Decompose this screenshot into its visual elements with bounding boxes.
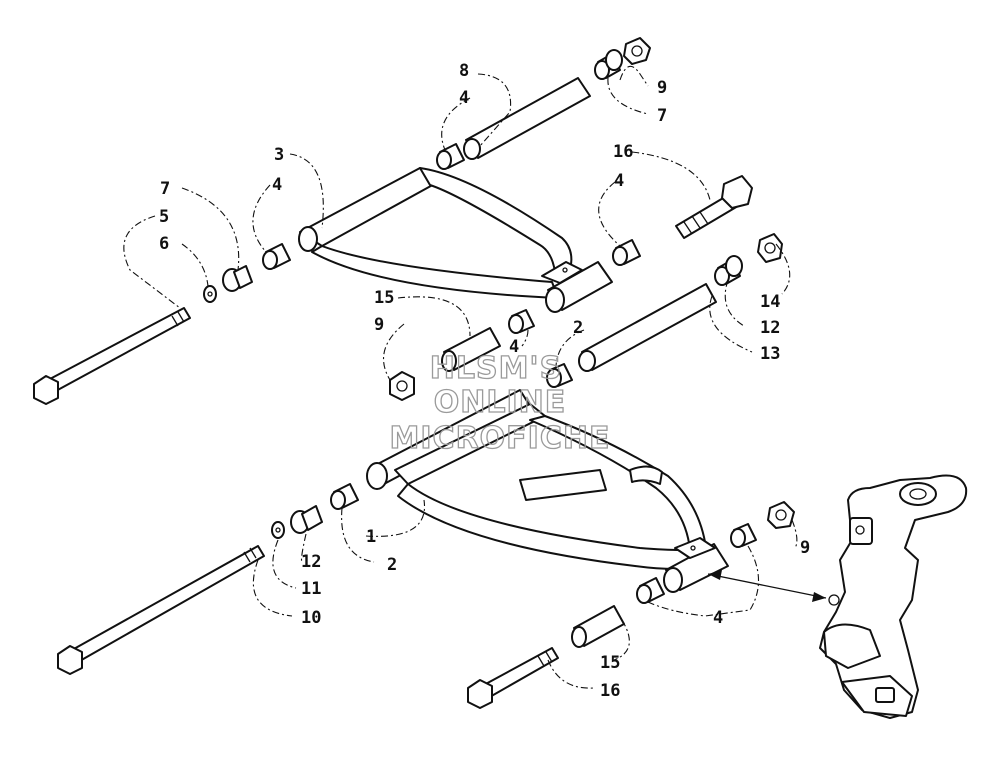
callout-1: 1 [366, 527, 376, 547]
callout-2: 2 [387, 555, 397, 575]
callout-4: 4 [509, 337, 519, 357]
lower-washer-11 [271, 521, 285, 539]
middle-bushing-4 [508, 309, 535, 334]
callout-6: 6 [159, 234, 169, 254]
callout-15: 15 [374, 288, 394, 308]
callout-16: 16 [600, 681, 620, 701]
callout-4: 4 [272, 175, 282, 195]
upper-front-bolt [675, 175, 753, 239]
upper-nut-rear [623, 37, 651, 65]
callout-15: 15 [600, 653, 620, 673]
watermark-line-2: ONLINE [434, 385, 567, 420]
lower-bushing-4 [636, 577, 665, 604]
upper-rear-shaft [463, 77, 591, 160]
upper-washer-left [203, 285, 217, 303]
callout-4: 4 [459, 88, 469, 108]
middle-sleeve-15 [441, 327, 501, 372]
nut-14 [757, 233, 783, 263]
callout-3: 3 [274, 145, 284, 165]
callout-16: 16 [613, 142, 633, 162]
assembly-arrow [707, 570, 827, 602]
callout-2: 2 [573, 318, 583, 338]
callout-12: 12 [301, 552, 321, 572]
lower-bushing-right [730, 523, 757, 548]
upper-bushing-front [612, 239, 641, 266]
callout-8: 8 [459, 61, 469, 81]
flange-bushing-12-upper [714, 255, 743, 286]
lower-nut-9 [767, 501, 795, 529]
callout-13: 13 [760, 344, 780, 364]
callout-9: 9 [374, 315, 384, 335]
lower-pivot-bolt-10 [57, 545, 265, 675]
watermark: HLSM'S ONLINE MICROFICHE [389, 350, 611, 456]
callout-14: 14 [760, 292, 780, 312]
callout-9: 9 [800, 538, 810, 558]
callout-12: 12 [760, 318, 780, 338]
upper-a-arm [298, 167, 613, 313]
upper-flange-bushing-left [222, 265, 253, 292]
callout-4: 4 [713, 608, 723, 628]
middle-shaft-13 [578, 283, 717, 372]
upper-bushing-left [262, 243, 291, 270]
middle-bushing-2 [546, 363, 573, 388]
lower-sleeve-15 [571, 605, 625, 648]
lower-bushing-2 [330, 483, 359, 510]
lower-flange-bushing-12 [290, 505, 323, 534]
watermark-line-1: HLSM'S [430, 351, 562, 386]
callout-5: 5 [159, 207, 169, 227]
callout-labels: 8 4 9 7 3 16 7 4 4 5 6 15 14 9 2 12 4 13… [159, 61, 810, 701]
upper-bushing-top [436, 143, 465, 170]
lower-a-arm [366, 389, 729, 593]
callout-7: 7 [657, 106, 667, 126]
callout-10: 10 [301, 608, 321, 628]
callout-4: 4 [614, 171, 624, 191]
watermark-line-3: MICROFICHE [390, 421, 611, 456]
upper-pivot-bolt-left [33, 307, 191, 405]
callout-11: 11 [301, 579, 321, 599]
leader-lines [123, 65, 798, 689]
lower-bolt-16 [467, 647, 559, 709]
callout-7: 7 [160, 179, 170, 199]
middle-nut-9 [389, 371, 415, 401]
callout-9: 9 [657, 78, 667, 98]
upper-flange-bushing-rear [594, 49, 623, 80]
steering-knuckle [819, 474, 968, 719]
